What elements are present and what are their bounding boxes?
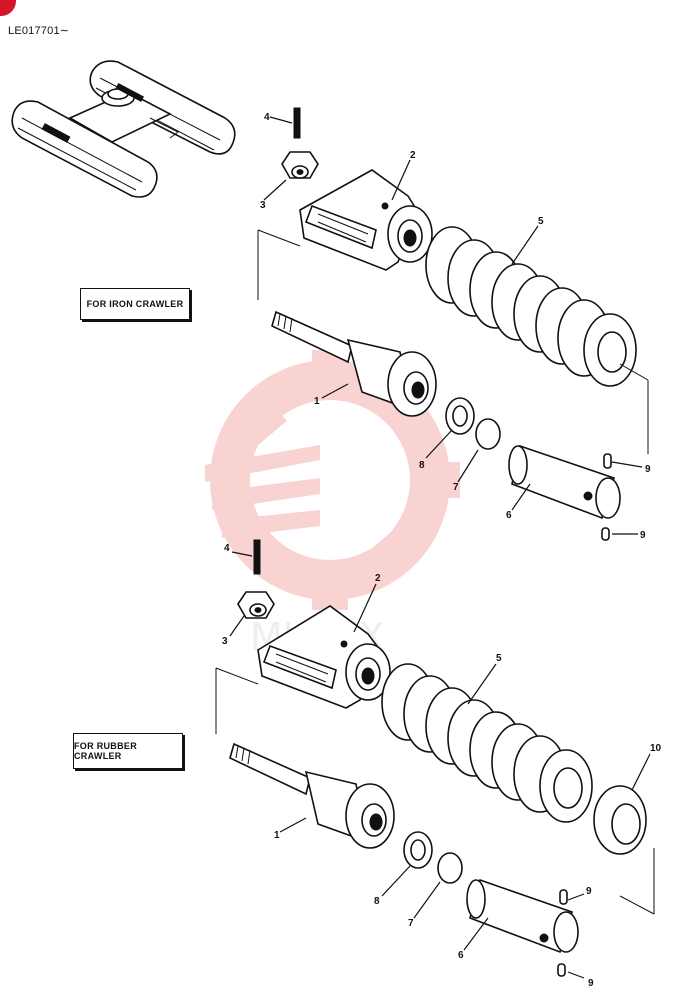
part-1-rod	[229, 742, 395, 849]
part-9-spring-pin-bottom	[601, 527, 610, 541]
callout-5: 5	[538, 216, 544, 227]
section-rubber-crawler: 4 3 2 5 1 8 7 6 10 9 9	[215, 539, 662, 989]
callout-10: 10	[650, 743, 662, 754]
callout-7: 7	[453, 482, 459, 493]
callout-9b: 9	[640, 530, 646, 541]
callout-2: 2	[375, 573, 381, 584]
callout-6: 6	[458, 950, 464, 961]
callout-6: 6	[506, 510, 512, 521]
callout-1: 1	[274, 830, 280, 841]
label-iron-crawler: FOR IRON CRAWLER	[80, 288, 190, 320]
callout-5: 5	[496, 653, 502, 664]
part-6-pin	[466, 878, 579, 954]
callout-2: 2	[410, 150, 416, 161]
part-5-spring	[425, 226, 637, 387]
callout-8: 8	[419, 460, 425, 471]
crawler-undercarriage	[11, 60, 236, 198]
part-3-nut	[237, 591, 275, 619]
part-4-grease-bolt	[293, 107, 301, 139]
part-4-grease-bolt	[253, 539, 261, 575]
callout-9a: 9	[645, 464, 651, 475]
serial-number: LE017701∼	[8, 25, 70, 37]
callout-9a: 9	[586, 886, 592, 897]
part-2-bracket	[257, 605, 391, 709]
watermark-gear-icon: МНТЕХ	[205, 350, 460, 659]
callout-9b: 9	[588, 978, 594, 989]
callout-4: 4	[224, 543, 230, 554]
callout-8: 8	[374, 896, 380, 907]
callout-1: 1	[314, 396, 320, 407]
callout-3: 3	[260, 200, 266, 211]
part-6-pin	[508, 444, 621, 520]
section-iron-crawler: 4 3 2 5 1 8 7 6 9 9	[257, 107, 651, 541]
part-9-spring-pin-bottom	[557, 963, 566, 977]
part-9-spring-pin-top	[603, 453, 612, 469]
part-9-spring-pin-top	[559, 889, 568, 905]
part-7-oring	[437, 852, 463, 884]
part-5-spring	[381, 663, 593, 823]
part-7-oring	[475, 418, 501, 450]
callout-3: 3	[222, 636, 228, 647]
callout-4: 4	[264, 112, 270, 123]
label-rubber-crawler: FOR RUBBER CRAWLER	[73, 733, 183, 769]
part-10-collar	[593, 785, 647, 855]
part-2-bracket	[299, 169, 433, 271]
part-3-nut	[281, 151, 319, 179]
part-1-rod	[271, 310, 437, 417]
callout-7: 7	[408, 918, 414, 929]
